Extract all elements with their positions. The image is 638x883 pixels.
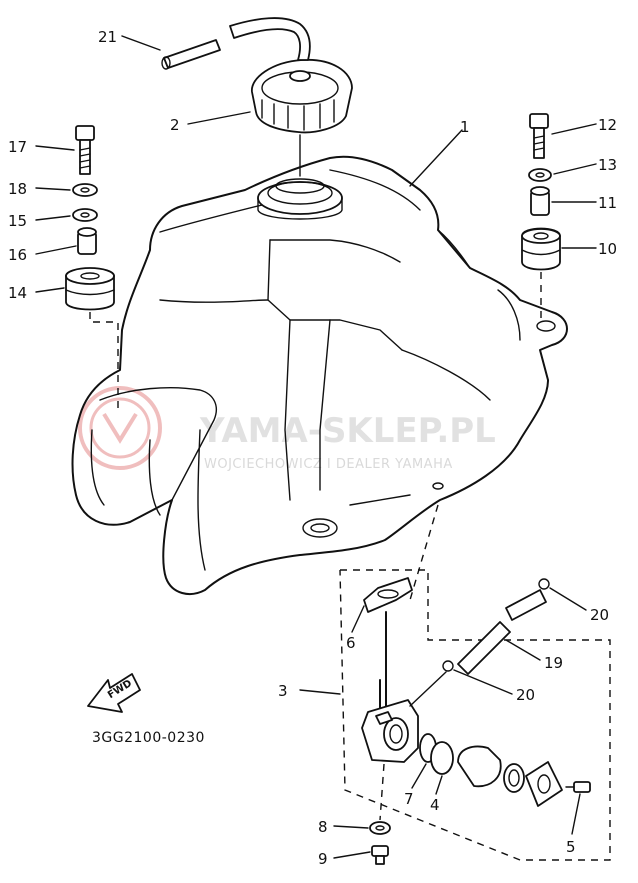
callout-18: 18 xyxy=(8,180,27,198)
watermark-logo xyxy=(78,386,162,470)
callout-12: 12 xyxy=(598,116,617,134)
callouts: 21 2 1 17 18 15 16 14 12 13 11 10 20 19 … xyxy=(8,28,617,868)
damper-14[interactable] xyxy=(65,267,115,311)
fuel-hose-19[interactable] xyxy=(457,589,547,675)
callout-6: 6 xyxy=(346,634,356,652)
callout-19: 19 xyxy=(544,654,563,672)
callout-13: 13 xyxy=(598,156,617,174)
right-mount-hardware xyxy=(521,113,561,318)
washer-15[interactable] xyxy=(72,208,98,222)
callout-7: 7 xyxy=(404,790,414,808)
washer-13[interactable] xyxy=(528,168,552,182)
callout-1: 1 xyxy=(460,118,470,136)
damper-10[interactable] xyxy=(521,227,561,271)
hose-clip-20-top[interactable] xyxy=(538,578,550,590)
collar-11[interactable] xyxy=(530,186,550,216)
breather-hose[interactable] xyxy=(161,17,311,70)
callout-2: 2 xyxy=(170,116,180,134)
callout-20-top: 20 xyxy=(590,606,609,624)
filter-4[interactable] xyxy=(430,741,454,775)
callout-3: 3 xyxy=(278,682,288,700)
screw-5[interactable] xyxy=(565,781,591,793)
callout-16: 16 xyxy=(8,246,27,264)
watermark-title: YAMA-SKLEP.PL xyxy=(199,411,496,451)
callout-5: 5 xyxy=(566,838,576,856)
callout-4: 4 xyxy=(430,796,440,814)
callout-9: 9 xyxy=(318,850,328,868)
callout-14: 14 xyxy=(8,284,27,302)
washer-18[interactable] xyxy=(72,183,98,197)
bolt-12[interactable] xyxy=(529,113,549,159)
bolt-17[interactable] xyxy=(75,125,95,175)
callout-15: 15 xyxy=(8,212,27,230)
left-mount-hardware xyxy=(65,125,119,410)
cover-plate-5[interactable] xyxy=(525,761,563,807)
fuel-cap[interactable] xyxy=(251,59,353,177)
callout-20-bottom: 20 xyxy=(516,686,535,704)
watermark: YAMA-SKLEP.PL WOJCIECHOWICZ I DEALER YAM… xyxy=(78,386,496,472)
washer-8[interactable] xyxy=(369,821,391,835)
gasket-6[interactable] xyxy=(363,577,413,613)
catalog-code: 3GG2100-0230 xyxy=(92,730,205,746)
lever-parts[interactable] xyxy=(457,745,525,793)
callout-17: 17 xyxy=(8,138,27,156)
hose-clip-20-bottom[interactable] xyxy=(442,660,454,672)
fuel-cock-body[interactable] xyxy=(361,611,419,763)
leader-lines xyxy=(35,35,597,859)
fuel-cock-assembly xyxy=(339,504,611,865)
fuel-tank xyxy=(71,155,568,595)
collar-16[interactable] xyxy=(77,227,97,255)
callout-21: 21 xyxy=(98,28,117,46)
callout-10: 10 xyxy=(598,240,617,258)
watermark-subtitle: WOJCIECHOWICZ I DEALER YAMAHA xyxy=(204,457,453,472)
callout-8: 8 xyxy=(318,818,328,836)
drain-screw-9[interactable] xyxy=(371,845,389,865)
fwd-arrow-icon: FWD xyxy=(87,673,141,713)
callout-11: 11 xyxy=(598,194,617,212)
